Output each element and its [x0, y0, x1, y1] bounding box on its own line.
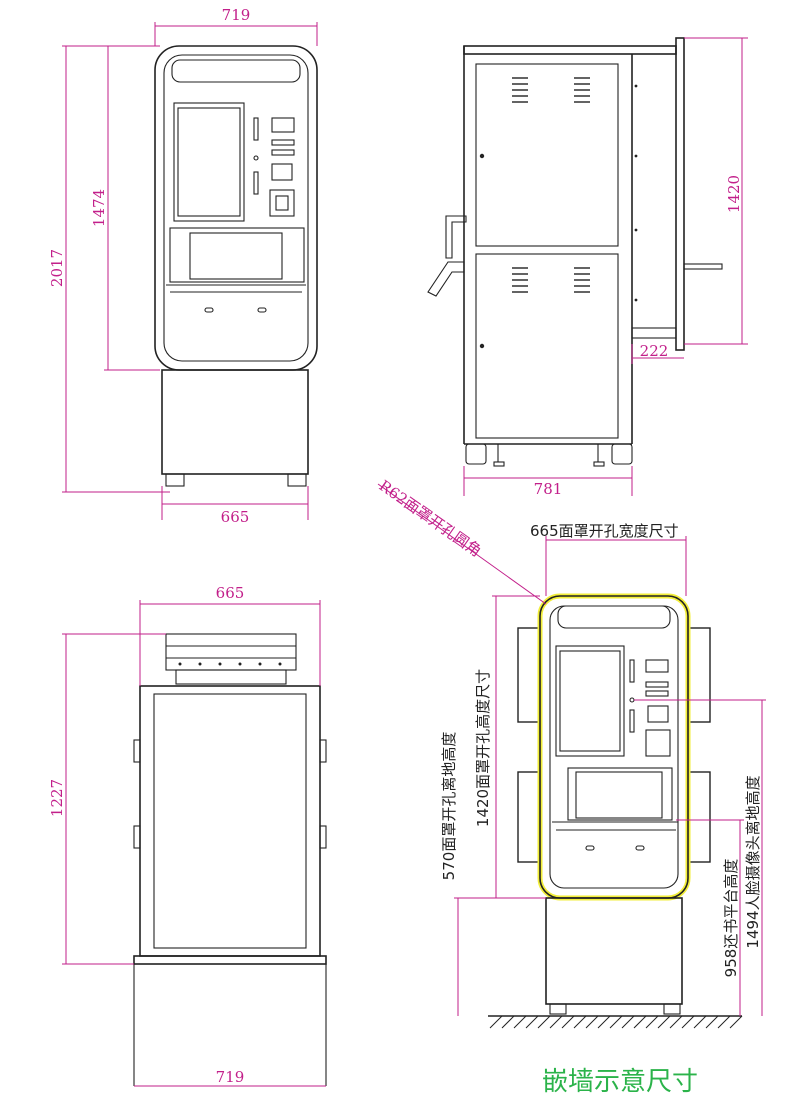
rear-panel [153, 693, 307, 949]
front-reader [271, 117, 295, 133]
front-foot-left [165, 473, 185, 487]
rear-hinge-r1 [319, 739, 327, 763]
front-slot-4 [271, 149, 295, 156]
wall-opening-highlight [537, 593, 691, 901]
front-platform [169, 227, 305, 283]
rear-base-width: 719 [216, 1068, 245, 1086]
side-offset: 222 [640, 342, 669, 360]
front-slot-3 [271, 139, 295, 146]
wall-foot-right [663, 1003, 681, 1015]
wall-opening-ground-label: 570面罩开孔离地高度 [440, 732, 458, 881]
rear-hinge-r2 [319, 825, 327, 849]
side-lower-door [475, 253, 619, 439]
front-card-slot [253, 117, 259, 141]
wall-view-title: 嵌墙示意尺寸 [542, 1067, 698, 1097]
wall-view: R62面罩开孔圆角 665面罩开孔宽度尺寸 1420面罩开孔高度尺寸 570面罩… [376, 477, 766, 1097]
side-bracket [445, 215, 467, 259]
side-step [631, 327, 677, 339]
wall-radius-label: R62面罩开孔圆角 [376, 477, 485, 561]
side-upper-door [475, 63, 619, 247]
wall-ground-hatch [489, 1015, 743, 1029]
wall-screen [559, 650, 621, 752]
front-foot-right [287, 473, 307, 487]
rear-top-width: 665 [216, 584, 245, 602]
side-wheel-right [611, 443, 633, 465]
rear-hinge-l2 [133, 825, 141, 849]
wall-banner [557, 605, 671, 629]
rear-bolts [178, 662, 282, 666]
front-base-width: 665 [221, 508, 250, 526]
rear-view: 665 1227 719 [48, 584, 327, 1087]
front-lock-left [204, 307, 214, 313]
rear-base-plate [133, 955, 327, 965]
wall-slot-4 [645, 690, 669, 697]
front-lock-right [257, 307, 267, 313]
side-front-plate [675, 37, 685, 351]
wall-opening-height-label: 1420面罩开孔高度尺寸 [474, 669, 492, 827]
side-depth: 781 [534, 480, 563, 498]
front-scanner [271, 163, 293, 181]
front-frame-outer [154, 45, 318, 371]
front-frame-inner [163, 54, 309, 362]
front-printer [269, 189, 295, 217]
side-panel-height: 1420 [725, 175, 743, 213]
wall-radius-leader [377, 483, 547, 605]
wall-slot-2 [629, 709, 635, 733]
side-shelf [683, 263, 723, 270]
wall-platform [567, 767, 673, 821]
side-view: 1420 222 781 [427, 37, 748, 498]
wall-reader [645, 659, 669, 673]
rear-body [139, 685, 321, 957]
wall-slot-3 [645, 681, 669, 688]
front-camera [253, 155, 259, 161]
wall-screen-frame [555, 645, 625, 757]
wall-platform-height-label: 958还书平台高度 [722, 859, 740, 978]
wall-opening-width-label: 665面罩开孔宽度尺寸 [530, 522, 679, 540]
side-handle [427, 261, 465, 297]
side-vents [512, 77, 590, 293]
front-view: 719 2017 1474 665 [48, 6, 318, 526]
front-total-height: 2017 [48, 249, 66, 287]
front-platform-window [189, 232, 283, 280]
side-wheel-left [465, 443, 487, 465]
wall-camera-height-label: 1494人脸摄像头离地高度 [744, 775, 762, 948]
wall-printer [645, 729, 671, 757]
front-screen-frame [173, 102, 245, 222]
wall-base [545, 897, 683, 1005]
rear-top-frame [165, 633, 297, 671]
rear-height: 1227 [48, 779, 66, 817]
front-top-width: 719 [222, 6, 251, 24]
rear-rail [175, 669, 287, 685]
front-slot-2 [253, 171, 259, 195]
front-screen [177, 107, 241, 217]
front-banner [171, 59, 301, 83]
wall-scanner [647, 705, 669, 723]
rear-hinge-l1 [133, 739, 141, 763]
front-panel-height: 1474 [90, 189, 108, 227]
side-top-cap [463, 45, 677, 55]
wall-foot-left [549, 1003, 567, 1015]
wall-platform-window [575, 771, 663, 819]
front-printer-inner [275, 195, 289, 211]
wall-slot-1 [629, 659, 635, 683]
front-base [161, 369, 309, 475]
